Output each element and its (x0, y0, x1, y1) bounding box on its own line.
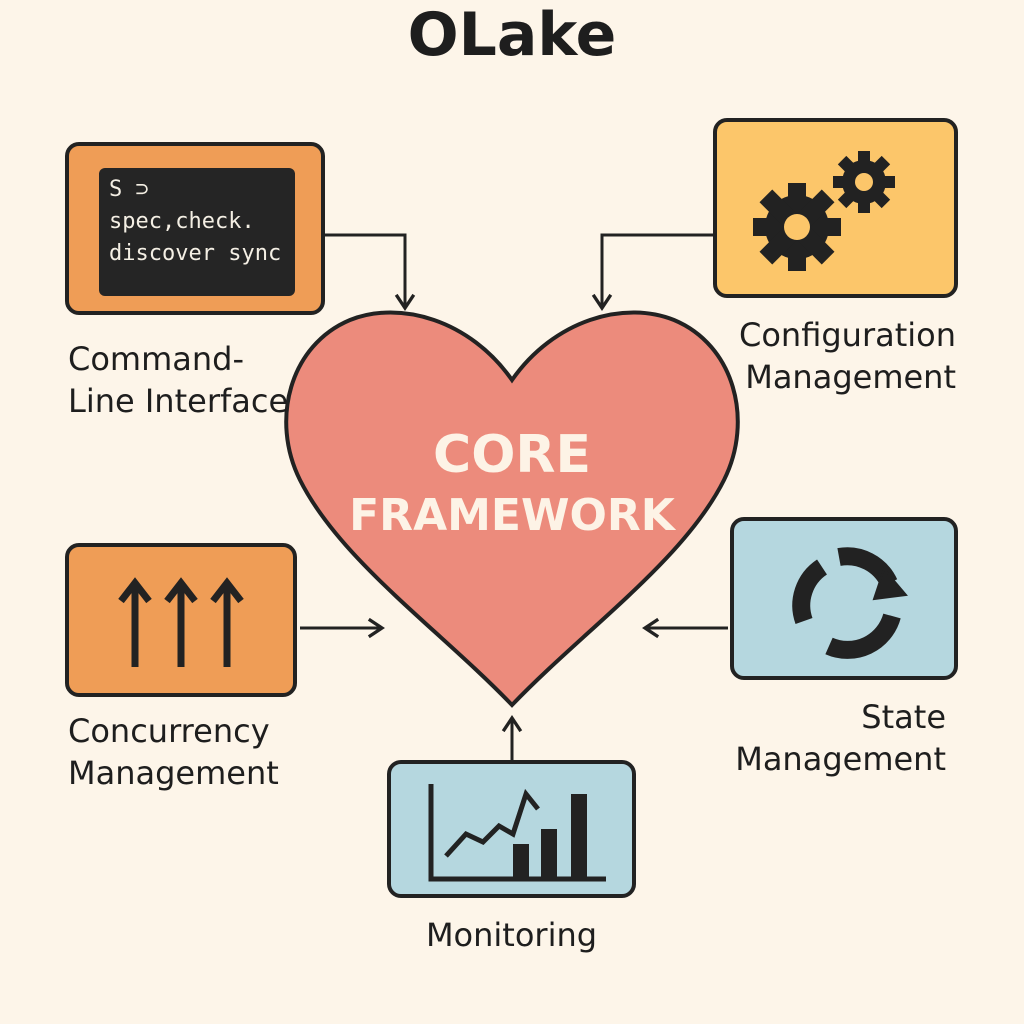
chart-icon (428, 784, 606, 882)
terminal-icon: S ⊃spec,check.discover sync (99, 168, 295, 296)
concurrency-box (65, 543, 297, 697)
arrow-cli (325, 233, 416, 311)
config-box (713, 118, 958, 298)
monitoring-label: Monitoring (425, 916, 598, 954)
state-box (730, 517, 958, 680)
core-title: CORE (433, 425, 591, 485)
title: OLake (407, 0, 617, 70)
up-arrows-icon (118, 577, 244, 667)
gears-icon (753, 151, 895, 271)
monitoring-box (387, 760, 636, 898)
core-subtitle: FRAMEWORK (349, 490, 675, 541)
cli-box: S ⊃spec,check.discover sync (65, 142, 325, 315)
cycle-icon (792, 547, 908, 659)
cli-label: Command-Line Interface (68, 340, 289, 420)
core-heart (284, 310, 740, 708)
arrow-config (591, 233, 713, 311)
